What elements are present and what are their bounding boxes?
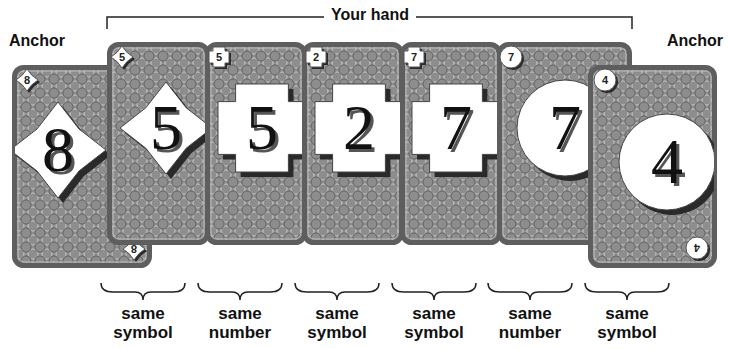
- circle-symbol: [500, 46, 522, 68]
- card-back-pattern: [591, 68, 715, 266]
- card-number: 5: [222, 92, 302, 164]
- card-number: 7: [416, 92, 496, 164]
- corner-badge-holder: 7: [404, 49, 424, 65]
- corner-number: 5: [112, 49, 132, 65]
- comparison-label: same symbol: [584, 304, 670, 342]
- circle-symbol: [594, 69, 616, 91]
- label-holder: Your hand: [324, 5, 416, 25]
- corner-badge-holder: 8: [17, 72, 37, 88]
- curly-bracket: [198, 283, 282, 300]
- card-number: 5: [126, 92, 206, 164]
- curly-bracket: [295, 283, 379, 300]
- label-holder: Anchor: [667, 31, 723, 51]
- comparison-label: same symbol: [294, 304, 380, 342]
- plus-symbol: [412, 84, 499, 172]
- curly-bracket: [585, 283, 669, 300]
- playing-card: 55: [107, 42, 210, 245]
- label-holder: same number: [487, 304, 573, 342]
- plus-symbol: [315, 84, 401, 172]
- circle-symbol: [619, 114, 714, 210]
- card-number: 2: [319, 92, 399, 164]
- group-label: Your hand: [324, 5, 416, 25]
- corner-number: 8: [17, 72, 37, 88]
- playing-card: 77: [400, 42, 502, 245]
- star-symbol: [111, 46, 133, 68]
- corner-badge-holder: 5: [209, 49, 229, 65]
- corner-number: 2: [306, 49, 326, 65]
- corner-badge-holder: 5: [112, 49, 132, 65]
- label-holder: same symbol: [294, 304, 380, 342]
- star-symbol: [120, 82, 207, 174]
- corner-number: 4: [687, 240, 707, 256]
- playing-card: 55: [205, 42, 307, 245]
- corner-badge-holder: 4: [595, 72, 615, 88]
- label-holder: same symbol: [391, 304, 477, 342]
- corner-badge-holder: 4: [687, 240, 707, 256]
- card-number: 8: [18, 114, 98, 186]
- curly-bracket: [392, 283, 476, 300]
- anchor-label: Anchor: [667, 31, 723, 51]
- corner-number: 7: [501, 49, 521, 65]
- label-holder: Anchor: [9, 31, 65, 51]
- card-number-holder: 7: [416, 92, 496, 164]
- card-back-pattern: [403, 45, 500, 243]
- plus-symbol: [218, 84, 304, 172]
- plus-symbol: [404, 47, 424, 67]
- curly-bracket: [101, 283, 185, 300]
- label-holder: same symbol: [584, 304, 670, 342]
- corner-number: 5: [209, 49, 229, 65]
- curly-brackets: [101, 283, 669, 300]
- circle-symbol: [686, 237, 708, 259]
- label-holder: same number: [197, 304, 283, 342]
- playing-card: 22: [302, 42, 404, 245]
- plus-symbol: [209, 47, 229, 67]
- card-number-holder: 5: [222, 92, 302, 164]
- corner-badge-holder: 7: [501, 49, 521, 65]
- card-number: 4: [627, 126, 707, 198]
- comparison-label: same symbol: [100, 304, 186, 342]
- plus-symbol: [306, 47, 326, 67]
- card-number-holder: 5: [126, 92, 206, 164]
- star-symbol: [15, 102, 106, 198]
- comparison-label: same symbol: [391, 304, 477, 342]
- card-number-holder: 8: [18, 114, 98, 186]
- star-symbol: [16, 69, 38, 91]
- anchor-label: Anchor: [9, 31, 65, 51]
- comparison-label: same number: [197, 304, 283, 342]
- comparison-label: same number: [487, 304, 573, 342]
- corner-number: 7: [404, 49, 424, 65]
- card-number-holder: 4: [627, 126, 707, 198]
- playing-card: 4 4 4: [588, 65, 717, 268]
- corner-badge-holder: 2: [306, 49, 326, 65]
- card-number-holder: 2: [319, 92, 399, 164]
- curly-bracket: [488, 283, 572, 300]
- label-holder: same symbol: [100, 304, 186, 342]
- corner-number: 4: [595, 72, 615, 88]
